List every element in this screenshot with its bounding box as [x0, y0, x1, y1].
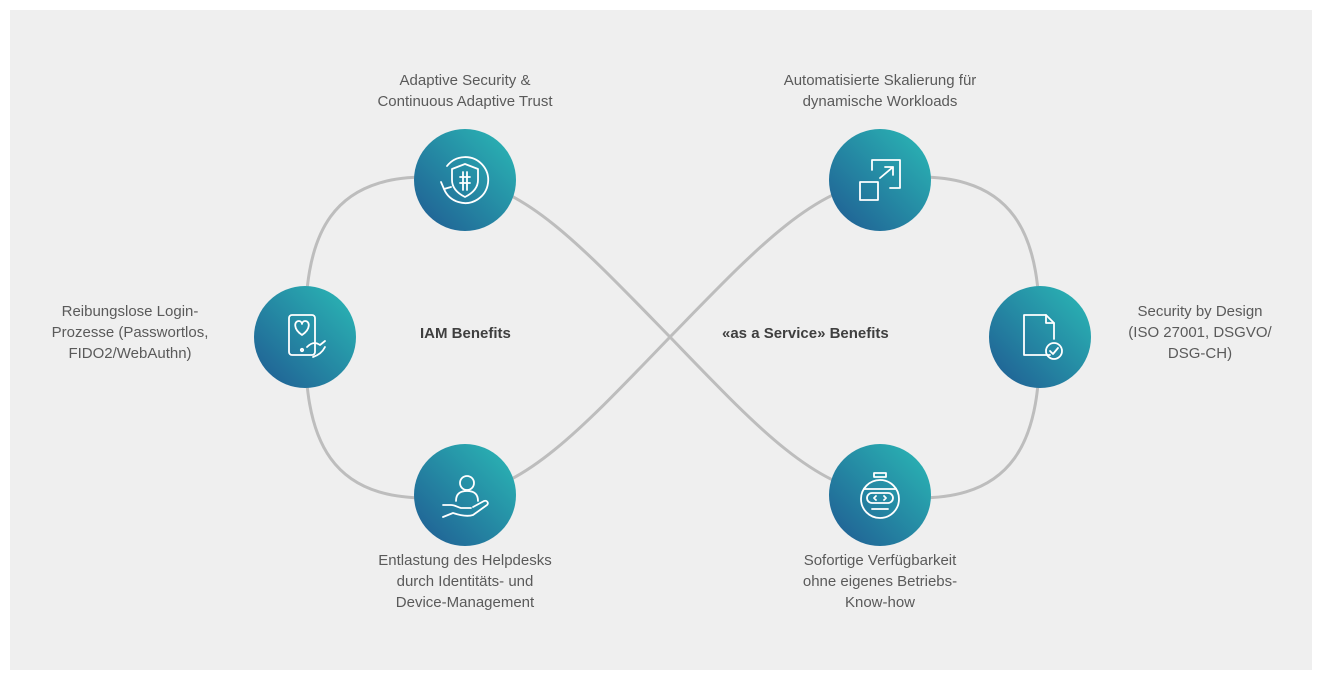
node-circle [989, 286, 1091, 388]
diagram-panel [10, 10, 1312, 670]
node-helpdesk [414, 444, 516, 546]
service-benefits-title: «as a Service» Benefits [722, 325, 889, 342]
node-security-by-design [989, 286, 1091, 388]
node-circle [829, 444, 931, 546]
node-circle [414, 129, 516, 231]
label-login-processes: Reibungslose Login- Prozesse (Passwortlo… [51, 303, 209, 362]
shield-refresh-icon [440, 156, 490, 204]
node-availability [829, 444, 931, 546]
node-circle [414, 444, 516, 546]
hand-person-icon [442, 475, 489, 518]
scale-arrow-icon [859, 159, 901, 201]
node-scaling [829, 129, 931, 231]
node-adaptive-security [414, 129, 516, 231]
label-scaling: Automatisierte Skalierung für dynamische… [783, 72, 977, 110]
infinity-loop [303, 175, 1042, 500]
label-security-by-design: Security by Design (ISO 27001, DSGVO/ DS… [1128, 303, 1272, 362]
iam-benefits-title: IAM Benefits [420, 325, 511, 342]
robot-head-icon [860, 472, 900, 519]
tablet-heart-icon [288, 314, 326, 358]
node-circle [254, 286, 356, 388]
document-check-icon [1023, 314, 1063, 360]
node-circle [829, 129, 931, 231]
label-helpdesk: Entlastung des Helpdesks durch Identität… [378, 552, 552, 611]
node-login-processes [254, 286, 356, 388]
label-adaptive-security: Adaptive Security & Continuous Adaptive … [377, 72, 553, 110]
label-availability: Sofortige Verfügbarkeit ohne eigenes Bet… [802, 552, 958, 611]
